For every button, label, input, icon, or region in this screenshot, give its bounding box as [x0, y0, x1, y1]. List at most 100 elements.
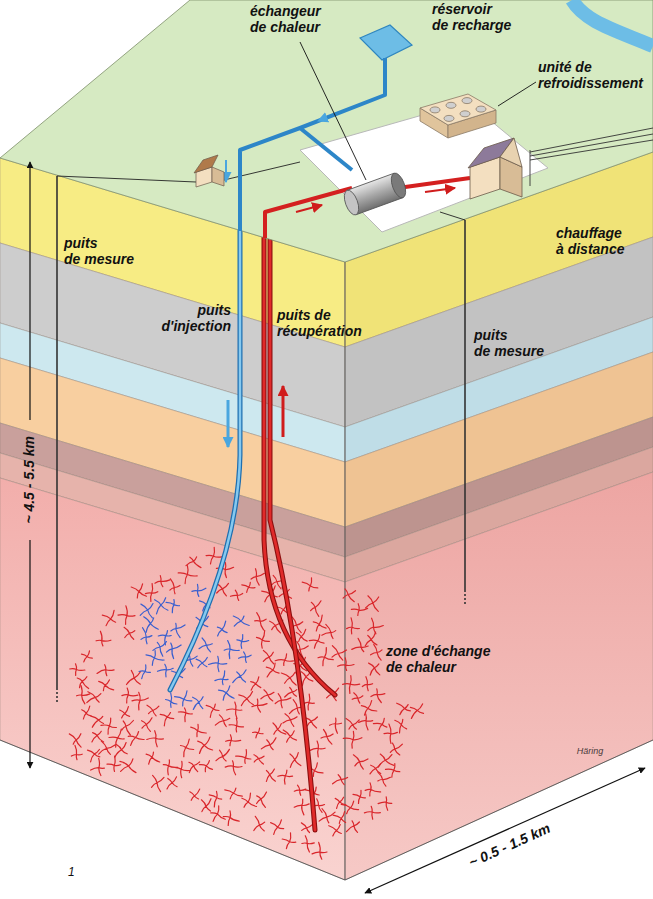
- power-line: [530, 150, 531, 186]
- measuring-well: [56, 176, 58, 688]
- fracture-symbol: [97, 665, 114, 676]
- fracture-symbol: [266, 769, 275, 781]
- fracture-symbol: [282, 833, 296, 849]
- part-label: chauffage à distance: [556, 226, 624, 257]
- injection-well: [170, 231, 240, 690]
- fracture-symbol: [153, 642, 167, 657]
- fracture-symbol: [346, 719, 359, 730]
- fracture-symbol: [167, 643, 182, 659]
- fracture-symbol: [196, 658, 207, 668]
- fracture-symbol: [332, 646, 347, 660]
- cable: [57, 176, 196, 182]
- cooling-unit: [420, 94, 496, 125]
- fracture-symbol: [333, 812, 346, 824]
- dimension-arrow: [29, 162, 30, 420]
- fracture-symbol: [145, 584, 157, 602]
- fracture-symbol: [120, 759, 136, 773]
- fracture-symbol: [223, 811, 239, 826]
- fracture-symbol: [343, 731, 362, 748]
- measuring-well: [464, 220, 466, 590]
- measuring-well: [464, 590, 466, 606]
- fracture-symbol: [224, 641, 239, 659]
- fracture-symbol: [69, 547, 423, 859]
- figure-number: 1: [68, 866, 75, 879]
- fracture-symbol: [261, 690, 274, 701]
- plant-building: [500, 138, 522, 167]
- part-label: échangeur de chaleur: [250, 4, 321, 35]
- fracture-symbol: [225, 761, 242, 775]
- fracture-symbol: [369, 663, 380, 675]
- part-label: puits de mesure: [474, 328, 544, 359]
- fracture-symbol: [239, 652, 252, 663]
- cooling-unit: [460, 111, 470, 117]
- fracture-symbol: [370, 764, 381, 774]
- fracture-symbol: [290, 753, 301, 768]
- cooling-unit: [462, 98, 472, 104]
- recharge-reservoir: [360, 25, 412, 60]
- fracture-symbol: [283, 714, 297, 727]
- part-label: unité de refroidissement: [538, 60, 643, 91]
- fracture-symbol: [101, 718, 117, 734]
- fracture-symbol: [343, 676, 360, 694]
- fracture-symbol: [158, 631, 171, 645]
- fracture-symbol: [219, 686, 235, 700]
- fracture-symbol: [347, 821, 360, 833]
- fracture-symbol: [91, 758, 105, 775]
- fracture-symbol: [361, 701, 376, 716]
- small-house: [194, 155, 224, 187]
- dimension-arrow: [30, 162, 645, 893]
- hot-water-pipe: [398, 178, 470, 188]
- fracture-symbol: [175, 691, 192, 706]
- fracture-symbol: [329, 825, 342, 837]
- fracture-symbol: [353, 790, 365, 803]
- fracture-symbol: [115, 743, 127, 758]
- fracture-symbol: [236, 750, 251, 764]
- fracture-symbol: [102, 610, 115, 625]
- fracture-symbol: [107, 756, 121, 771]
- fracture-symbol: [378, 754, 394, 767]
- fracture-symbol: [206, 704, 219, 717]
- fracture-symbol: [206, 547, 222, 564]
- fracture-symbol: [371, 689, 385, 703]
- fracture-symbol: [310, 741, 325, 757]
- heat-exchanger: [388, 171, 408, 200]
- fracture-symbol: [176, 761, 190, 777]
- power-line: [530, 128, 653, 186]
- fracture-symbol: [118, 606, 135, 624]
- fracture-symbol: [251, 569, 264, 585]
- fracture-symbol: [281, 672, 296, 685]
- rock-layer-left: [0, 158, 345, 880]
- fracture-symbol: [122, 688, 138, 703]
- dimension-arrow: [29, 540, 30, 768]
- fracture-symbol: [343, 589, 355, 602]
- cooling-unit: [446, 102, 456, 108]
- fracture-symbol: [341, 801, 358, 814]
- fracture-symbol: [273, 723, 286, 734]
- fracture-symbol: [199, 761, 212, 772]
- hot-water-pipe: [425, 188, 455, 192]
- fracture-symbol: [362, 677, 372, 691]
- fracture-symbol: [144, 617, 159, 633]
- part-label: puits de mesure: [64, 236, 134, 267]
- fracture-symbol: [225, 788, 243, 799]
- fracture-symbol: [373, 718, 387, 730]
- fracture-symbol: [322, 624, 336, 638]
- fracture-symbol: [330, 718, 342, 733]
- fracture-symbol: [301, 823, 312, 833]
- fracture-symbol: [335, 797, 346, 808]
- flow-arrow: [282, 386, 285, 437]
- flow-arrow: [228, 386, 283, 447]
- fracture-symbol: [254, 816, 265, 831]
- fracture-symbol: [216, 749, 229, 761]
- fracture-symbol: [311, 601, 321, 617]
- fracture-symbol: [82, 651, 93, 662]
- fracture-symbol: [294, 785, 306, 795]
- block-edge: [345, 262, 346, 880]
- fracture-symbol: [77, 677, 89, 689]
- leader-line: [498, 82, 536, 106]
- cooling-unit: [476, 106, 486, 112]
- fracture-symbol: [201, 799, 211, 812]
- power-line: [530, 140, 653, 160]
- small-house: [212, 167, 224, 186]
- fracture-symbol: [141, 628, 152, 644]
